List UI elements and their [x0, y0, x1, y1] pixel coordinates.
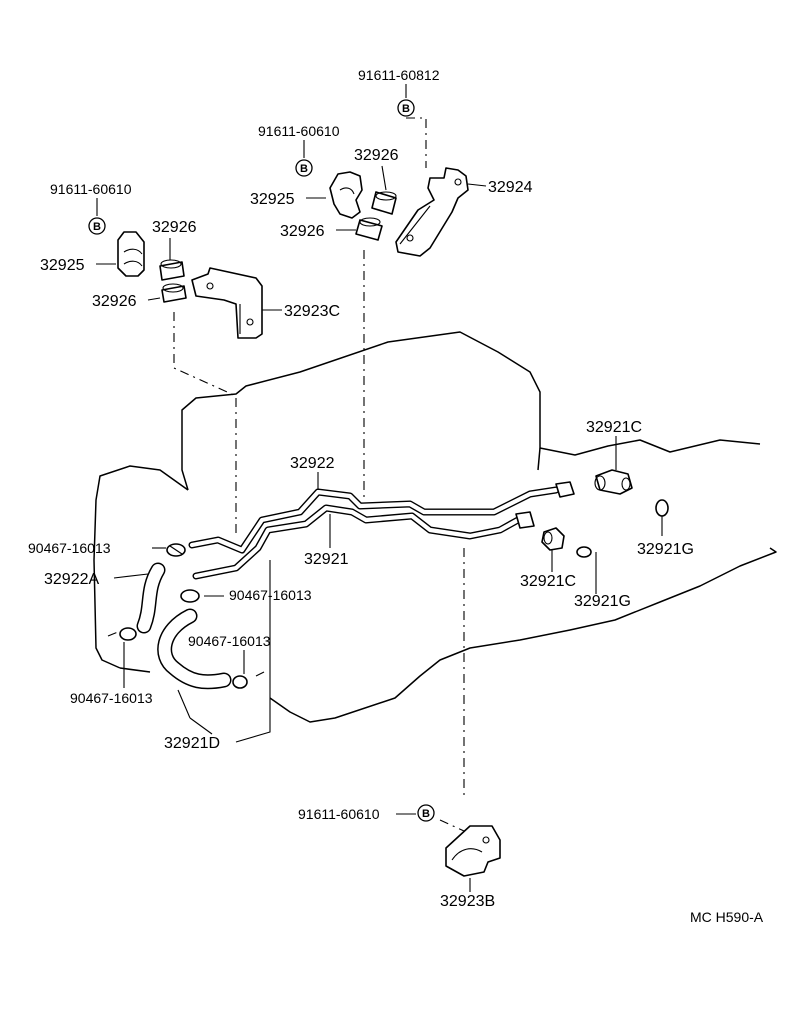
label-grommet-left-a: 32926 — [152, 219, 197, 236]
label-bolt-left: 91611-60610 — [50, 181, 132, 197]
label-hose-a: 32922A — [44, 571, 99, 588]
union-32921c-a — [594, 469, 633, 495]
union-32921c-b — [541, 527, 565, 551]
gasket-32921g-b — [576, 546, 592, 558]
tube-32921 — [192, 504, 522, 580]
label-clamp-left: 32925 — [40, 257, 85, 274]
label-grommet-left-b: 32926 — [92, 293, 137, 310]
label-figure-code: MC H590-A — [690, 909, 764, 925]
leader-lines — [96, 84, 663, 892]
tube-fittings — [515, 481, 575, 529]
bolt-symbol-top: B — [397, 99, 415, 117]
tube-32922 — [188, 486, 560, 554]
label-hose-d: 32921D — [164, 735, 220, 752]
clip-90467-a — [166, 543, 186, 557]
label-bolt-top: 91611-60812 — [358, 67, 440, 83]
label-clip-b: 90467-16013 — [229, 587, 312, 603]
grommet-lower-mid — [355, 217, 383, 241]
labels: 91611-60812 91611-60610 91611-60610 3292… — [28, 67, 764, 925]
label-grommet-lower-mid: 32926 — [280, 223, 325, 240]
bracket-32923b — [445, 825, 501, 877]
bolt-symbol-top-text: B — [402, 103, 410, 115]
label-bolt-mid: 91611-60610 — [258, 123, 340, 139]
label-bracket-bottom: 32923B — [440, 893, 495, 910]
label-gasket-b: 32921G — [574, 593, 631, 610]
clip-90467-b — [180, 589, 200, 603]
bolt-symbol-bottom-text: B — [422, 808, 430, 820]
clip-90467-d — [232, 675, 248, 689]
clamp-32925-mid — [329, 171, 363, 219]
label-grommet-top-mid: 32926 — [354, 147, 399, 164]
label-clip-c: 90467-16013 — [188, 633, 271, 649]
hose-32922a — [136, 562, 166, 634]
label-bracket-left: 32923C — [284, 303, 340, 320]
bolt-symbol-left-text: B — [93, 221, 101, 233]
bolt-symbol-left: B — [88, 217, 106, 235]
clamp-32925-left — [117, 231, 145, 277]
bracket-32924 — [395, 167, 469, 257]
label-clip-a: 90467-16013 — [28, 540, 111, 556]
grommet-top-mid — [371, 191, 397, 215]
clip-90467-c — [119, 627, 137, 641]
label-union-b: 32921C — [520, 573, 576, 590]
label-gasket-a: 32921G — [637, 541, 694, 558]
label-union-a: 32921C — [586, 419, 642, 436]
grommet-left-b — [161, 283, 187, 303]
label-bracket-top: 32924 — [488, 179, 533, 196]
grommet-left-a — [159, 259, 185, 281]
bolt-symbol-mid: B — [295, 159, 313, 177]
bolt-symbol-bottom: B — [417, 804, 435, 822]
label-clamp-mid: 32925 — [250, 191, 295, 208]
bracket-32923c — [191, 267, 263, 339]
label-clip-d: 90467-16013 — [70, 690, 153, 706]
gasket-32921g-a — [655, 499, 669, 517]
label-tube-lower: 32921 — [304, 551, 349, 568]
label-bolt-bottom: 91611-60610 — [298, 806, 380, 822]
hose-32921d — [157, 608, 232, 690]
transmission-outline — [93, 331, 777, 723]
bolt-symbol-mid-text: B — [300, 163, 308, 175]
label-tube-upper: 32922 — [290, 455, 335, 472]
